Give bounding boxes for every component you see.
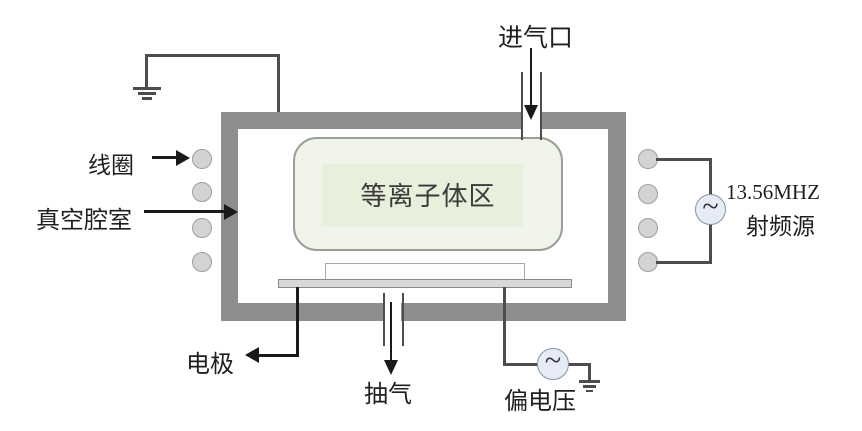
- pump-pipe-right: [402, 293, 404, 346]
- gas-inlet-pipe-right: [540, 72, 542, 140]
- rf-wire-right-lower: [709, 222, 712, 264]
- pump-port-opening: [385, 302, 401, 322]
- gas-inlet-arrow-shaft: [530, 48, 532, 108]
- electrode-label: 电极: [186, 352, 234, 378]
- bias-ac-source-icon: ~: [537, 344, 569, 380]
- rf-source-label: 射频源: [746, 214, 815, 239]
- coil-turn: [638, 252, 658, 272]
- pump-out-label: 抽气: [364, 382, 412, 408]
- chamber-right-wall: [608, 112, 626, 321]
- rf-wire-bottom: [656, 261, 711, 264]
- vacuum-chamber-arrow-shaft: [144, 210, 226, 213]
- plasma-region-core: [322, 164, 523, 226]
- gas-inlet-arrow-icon: [524, 105, 538, 120]
- chamber-ground-wire-drop: [145, 54, 148, 89]
- gas-inlet-pipe-left: [521, 72, 523, 140]
- pump-pipe-left: [383, 293, 385, 346]
- rf-wire-top: [656, 158, 711, 161]
- rf-ac-wave: ~: [702, 189, 719, 223]
- electrode-lead-horizontal: [258, 354, 299, 357]
- plasma-region-label: 等离子体区: [360, 181, 496, 211]
- electrode-lead-vertical: [296, 287, 299, 357]
- bias-ac-wave: ~: [544, 344, 562, 377]
- wafer-holder: [325, 263, 525, 280]
- chamber-ground-wire-horizontal: [145, 54, 280, 57]
- rf-frequency-label: 13.56MHZ: [726, 180, 820, 204]
- vacuum-chamber-arrow-icon: [224, 204, 238, 220]
- pump-arrow-icon: [384, 360, 398, 375]
- bias-voltage-label: 偏电压: [504, 389, 576, 415]
- rf-wire-right-upper: [709, 158, 712, 196]
- coil-arrow-shaft: [152, 156, 180, 159]
- coil-turn: [638, 149, 658, 169]
- bias-wire-down: [588, 363, 591, 381]
- coil-label: 线圈: [88, 153, 134, 178]
- chamber-bottom-wall: [221, 303, 626, 321]
- coil-turn: [192, 149, 212, 169]
- pump-arrow-shaft: [390, 302, 392, 362]
- gas-inlet-label: 进气口: [498, 25, 574, 52]
- bias-wire-left: [503, 363, 539, 366]
- electrode-plate: [278, 279, 572, 288]
- electrode-arrow-icon: [245, 347, 259, 363]
- chamber-top-wall: [221, 112, 626, 129]
- coil-turn: [638, 184, 658, 204]
- rf-ac-source-icon: ~: [695, 189, 726, 225]
- coil-arrow-icon: [176, 150, 190, 166]
- bias-wire-right: [568, 363, 590, 366]
- coil-turn: [638, 218, 658, 238]
- coil-turn: [192, 252, 212, 272]
- chamber-ground-wire-vertical: [277, 54, 280, 112]
- coil-turn: [192, 182, 212, 202]
- coil-turn: [192, 218, 212, 238]
- vacuum-chamber-label: 真空腔室: [36, 208, 132, 234]
- bias-lead-vertical: [503, 287, 506, 365]
